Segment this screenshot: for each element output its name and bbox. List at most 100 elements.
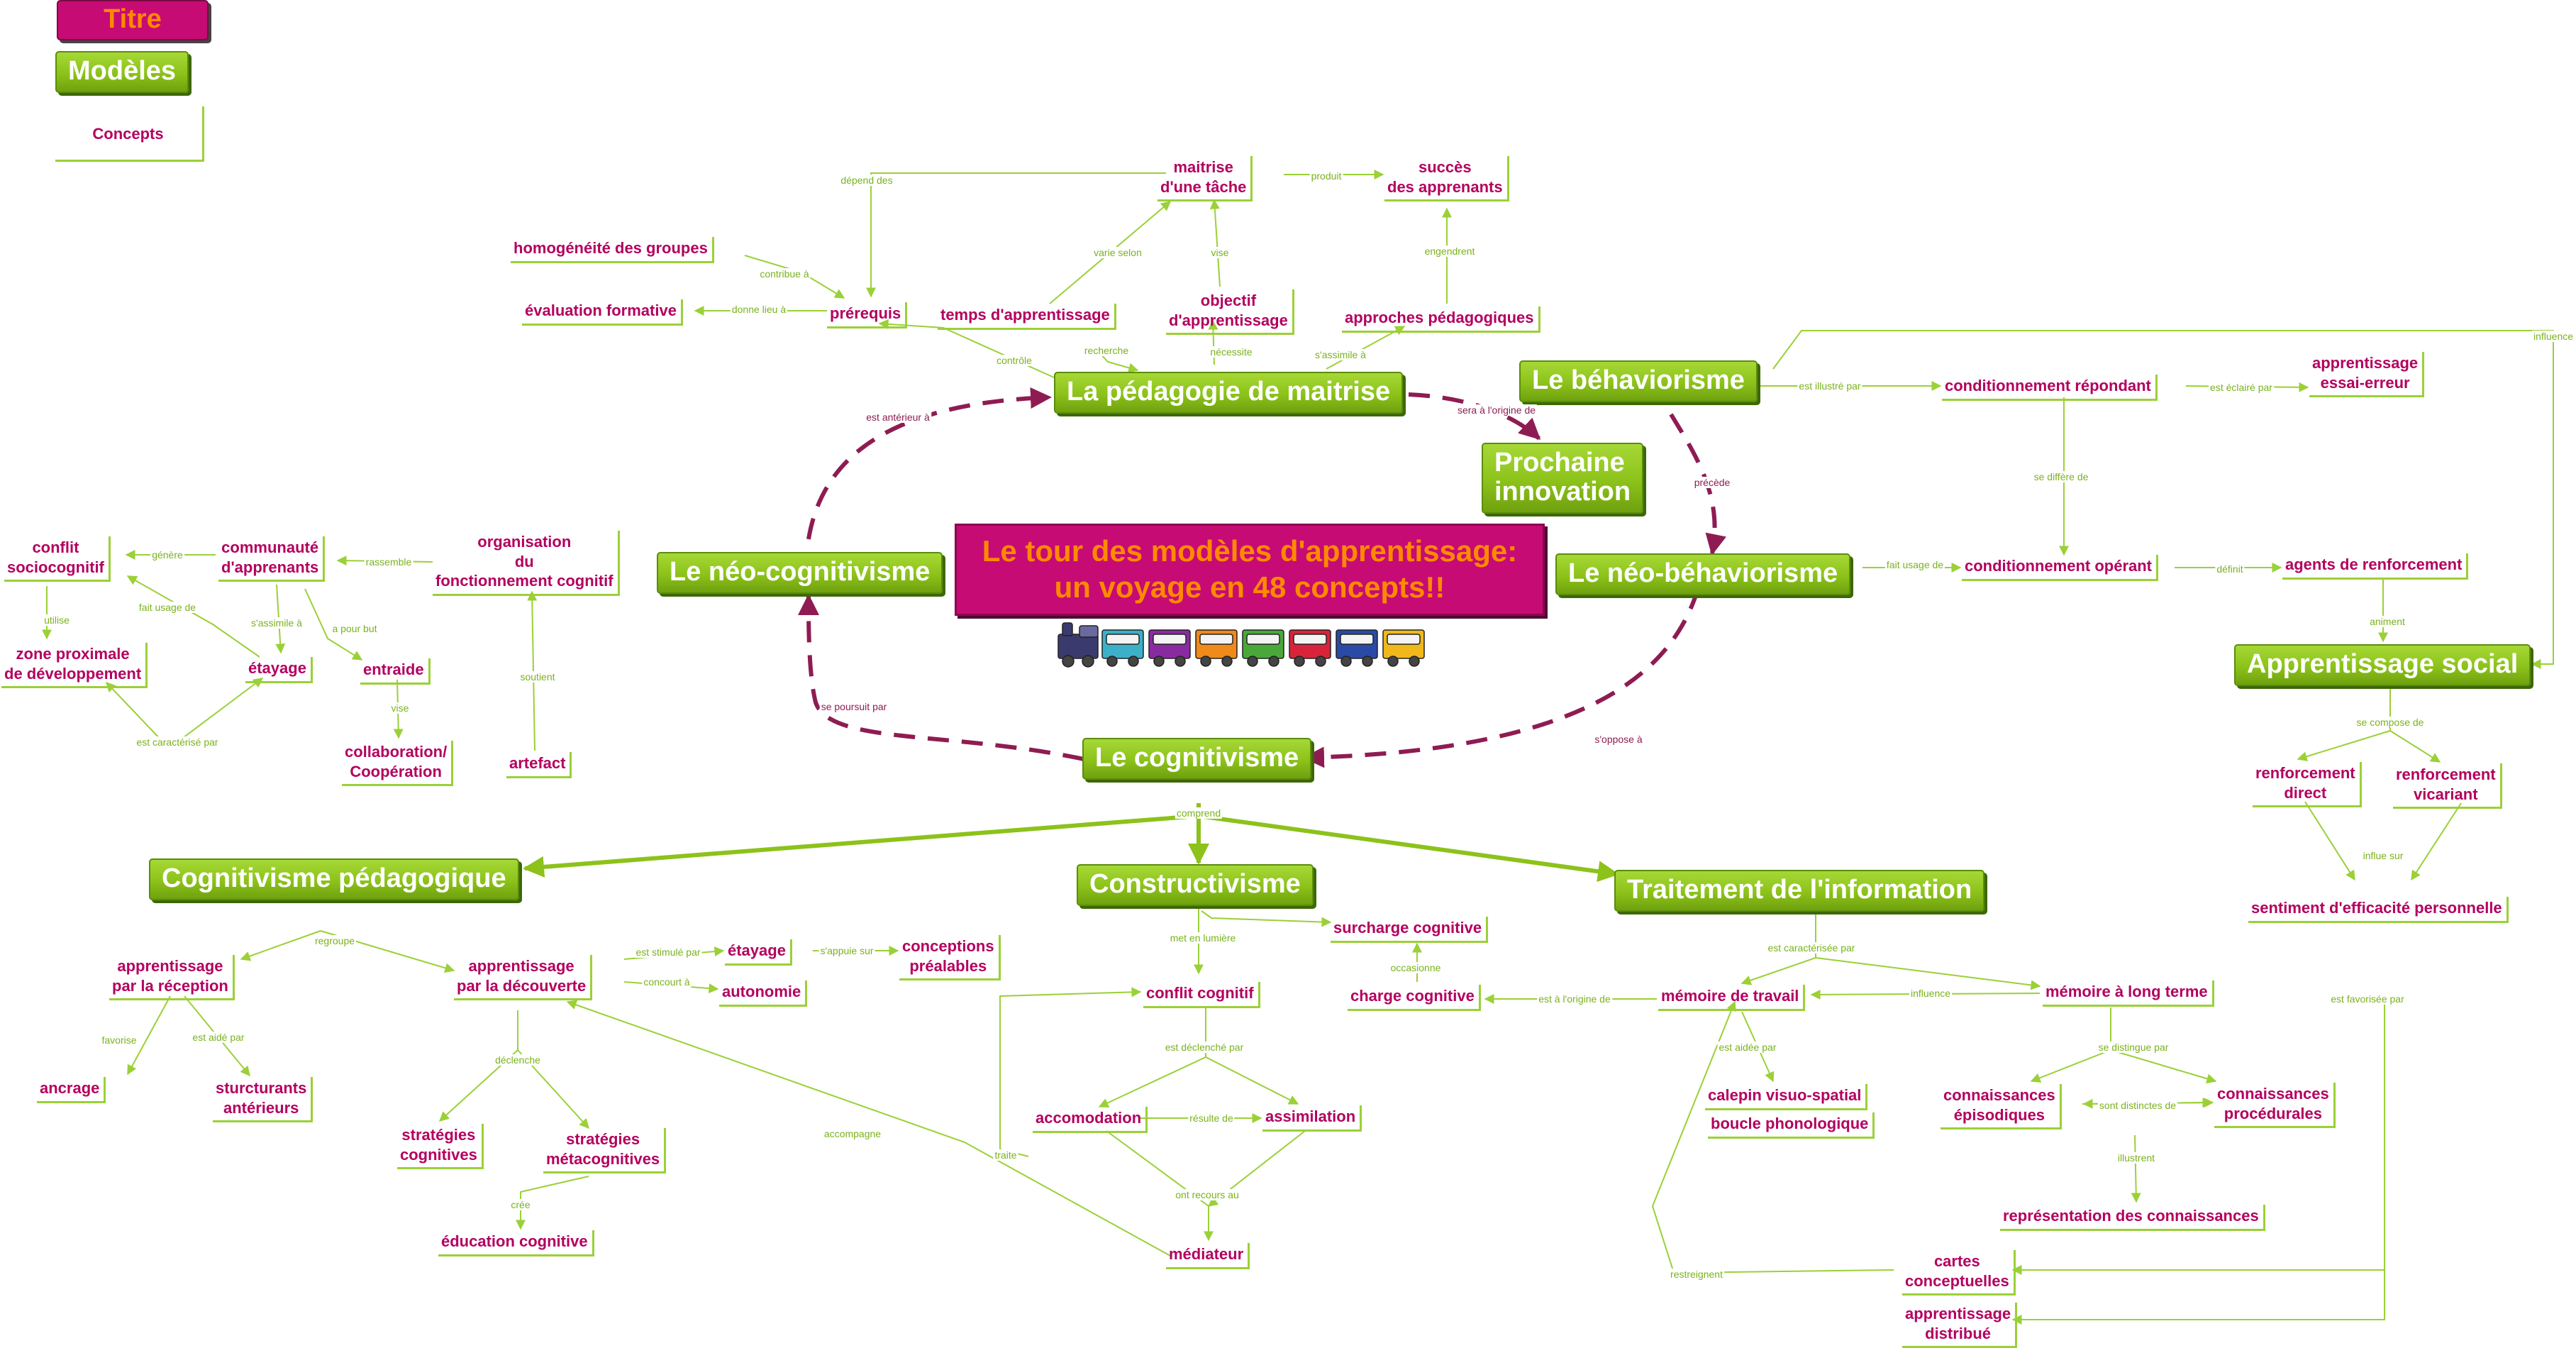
edge-label: est favorisée par: [2329, 993, 2406, 1005]
edge-connector-thick: [1198, 814, 1619, 883]
edge-connector: [2304, 801, 2355, 881]
edge-label: traite: [993, 1149, 1018, 1161]
edge-label: est illustré par: [1797, 380, 1862, 392]
train-wagon-window: [1387, 634, 1421, 645]
edge-label: produit: [1309, 170, 1343, 182]
model-cognitivisme-pedagogique: Cognitivisme pédagogique: [149, 858, 519, 901]
train-wheel: [1387, 656, 1399, 667]
edge-label: favorise: [100, 1034, 138, 1046]
edge-connector: [1209, 199, 1221, 287]
edge-label: influence: [1909, 988, 1953, 999]
concept-temps: temps d'apprentissage: [938, 304, 1116, 330]
concept-evaluation: évaluation formative: [522, 299, 683, 326]
train-chimney: [1062, 622, 1073, 636]
model-neo-behaviorisme: Le néo-béhaviorisme: [1555, 553, 1851, 596]
edge-label: concourt à: [642, 976, 692, 988]
train-wheel: [1082, 655, 1094, 668]
edge-label: est caractérisée par: [1766, 942, 1857, 954]
edge-label: déclenche: [494, 1054, 542, 1066]
edge-connector: [127, 995, 171, 1076]
edge-label: est à l'origine de: [1537, 993, 1612, 1005]
edge-label: met en lumière: [1168, 932, 1238, 944]
train-wheel: [1362, 656, 1373, 667]
concept-ancrage: ancrage: [37, 1077, 106, 1103]
edge-connector: [516, 1176, 589, 1230]
train-wheel: [1062, 655, 1075, 668]
model-prochaine-innovation: Prochaine innovation: [1482, 443, 1644, 514]
edge-connector: [2011, 995, 2385, 1325]
train-wheel: [1106, 656, 1118, 667]
edge-connector: [1098, 1006, 1206, 1108]
edge-label: regroupe: [313, 935, 357, 946]
train-wagon-window: [1340, 634, 1374, 645]
train-wheel: [1315, 656, 1326, 667]
edge-label: a pour but: [331, 623, 379, 634]
edge-label: contribue à: [758, 268, 811, 280]
edge-label: dépend des: [839, 175, 894, 186]
edge-label: occasionne: [1389, 962, 1443, 973]
edge-label: se poursuit par: [819, 701, 889, 712]
edge-label: est déclenché par: [1163, 1042, 1245, 1053]
edge-label: est antérieur à: [865, 411, 931, 423]
legend-titre: Titre: [57, 0, 209, 40]
edge-connector: [878, 319, 1055, 378]
edge-connector: [177, 678, 264, 743]
concept-memoire-long-terme: mémoire à long terme: [2043, 980, 2214, 1007]
train-wagon-window: [1199, 634, 1233, 645]
train-cabin: [1079, 625, 1099, 638]
edge-label: sont distinctes de: [2097, 1100, 2178, 1111]
concept-cond-operant: conditionnement opérant: [1962, 555, 2158, 581]
edge-label: définit: [2215, 563, 2245, 575]
edge-label: se distingue par: [2097, 1042, 2170, 1053]
edge-label: engendrent: [1423, 245, 1477, 257]
edge-label: s'assimile à: [250, 617, 304, 629]
edge-connector: [1326, 326, 1406, 370]
train-wheel: [1175, 656, 1186, 667]
edge-connector: [2411, 802, 2462, 881]
concept-sentiment: sentiment d'efficacité personnelle: [2248, 897, 2509, 923]
concept-collaboration: collaboration/Coopération: [342, 741, 454, 786]
concept-artefact: artefact: [506, 752, 572, 778]
model-behaviorisme: Le béhaviorisme: [1519, 360, 1758, 403]
legend-concepts: Concepts: [55, 106, 204, 162]
edge-label: recherche: [1082, 345, 1131, 356]
edge-label: sera à l'origine de: [1455, 404, 1538, 416]
edge-label: influence: [2531, 331, 2575, 342]
train-wagon-window: [1106, 634, 1140, 645]
edge-label: est aidée par: [1717, 1042, 1778, 1053]
train-wheel: [1409, 656, 1420, 667]
concept-charge-cognitive: charge cognitive: [1348, 985, 1481, 1011]
edge-connector: [1651, 1000, 1894, 1274]
edge-label: accompagne: [822, 1128, 883, 1139]
edge-label: fait usage de: [1884, 559, 1945, 570]
edge-connector: [2389, 730, 2441, 763]
edge-connector: [126, 575, 260, 658]
edge-label: génère: [150, 549, 184, 560]
edge-connector: [240, 930, 321, 961]
concept-mediateur: médiateur: [1166, 1243, 1250, 1269]
edge-connector: [438, 1010, 518, 1122]
edge-label: s'oppose à: [1593, 734, 1644, 745]
edge-connector: [1772, 330, 2554, 669]
concept-assimilation: assimilation: [1262, 1105, 1362, 1132]
edge-connector: [866, 172, 1166, 298]
edge-connector: [304, 588, 363, 661]
edge-label: crée: [509, 1199, 532, 1210]
concept-etayage-1: étayage: [245, 657, 313, 683]
edge-connector-main: [806, 387, 1052, 540]
concept-cond-repondant: conditionnement répondant: [1942, 375, 2158, 401]
model-neo-cognitivisme: Le néo-cognitivisme: [657, 552, 943, 595]
